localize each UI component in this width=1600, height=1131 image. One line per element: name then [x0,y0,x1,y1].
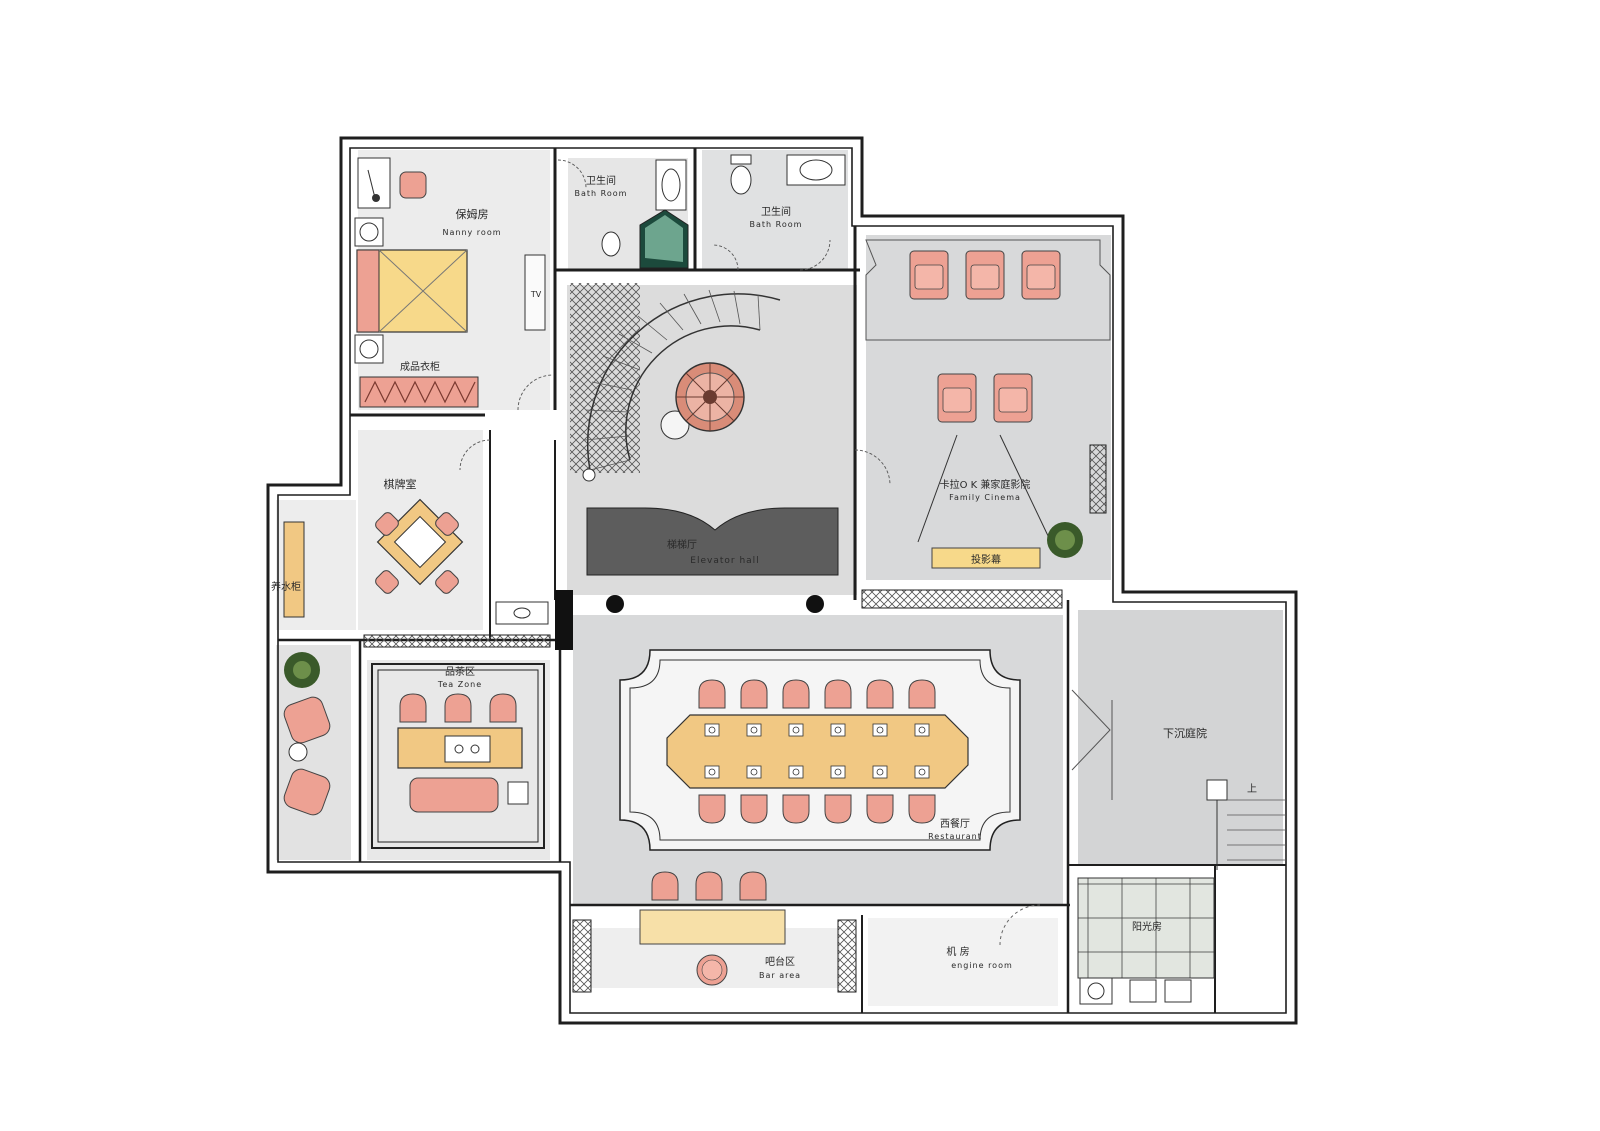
chess-room-label: 棋牌室 [384,477,417,491]
nanny-room-label-zh: 保姆房 [456,207,489,221]
bath-room-2-label-en: Bath Room [750,220,803,229]
walls [266,136,1298,1025]
bath-room-1-label-zh: 卫生间 [586,174,616,187]
courtyard-label: 下沉庭院 [1163,726,1207,740]
sunroom-label: 阳光房 [1132,920,1162,933]
engine-room: 机 房 engine room [946,904,1041,970]
doors [459,159,891,486]
restaurant-label-zh: 西餐厅 [940,817,970,830]
engine-room-label-zh: 机 房 [946,945,969,958]
tv-label: TV [530,290,542,299]
bar-area-label-en: Bar area [759,971,801,980]
sun-room: 阳光房 [1077,877,1215,1005]
tea-zone-label-en: Tea Zone [437,680,482,689]
tea-zone-label-zh: 品茶区 [445,665,475,678]
lounge [283,652,331,816]
bar-area-label-zh: 吧台区 [765,955,795,968]
engine-room-label-en: engine room [951,961,1013,970]
restaurant-label-en: Restaurant [928,832,982,841]
nanny-room-label-en: Nanny room [443,228,502,237]
elevator-hall-label-zh: 梯梯厅 [667,538,697,551]
sunken-courtyard: 下沉庭院 上 [1071,689,1286,870]
stair-treads [584,289,761,471]
dark-wall-bands [363,254,1107,993]
cinema-label-zh: 卡拉O K 兼家庭影院 [940,478,1031,491]
tea-zone: 品茶区 Tea Zone [371,663,545,849]
cinema-label-en: Family Cinema [949,493,1021,502]
nanny-room: 保姆房 Nanny room 成品衣柜 TV [354,157,542,408]
chess-room: 棋牌室 养水柜 [271,477,549,625]
bath-room-2-label-zh: 卫生间 [761,205,791,218]
stairs-up-label: 上 [1247,783,1257,795]
bar-area: 吧台区 Bar area [639,871,801,986]
plant-icon [284,652,320,688]
family-cinema: 卡拉O K 兼家庭影院 Family Cinema 投影幕 [865,239,1111,569]
plant-icon [1047,522,1083,558]
screen-label: 投影幕 [971,553,1001,566]
water-cabinet-label: 养水柜 [271,580,301,593]
bath-room-1-label-en: Bath Room [575,189,628,198]
elevator-hall: 梯梯厅 Elevator hall [570,283,839,613]
wardrobe-label: 成品衣柜 [400,360,440,373]
elevator-hall-label-en: Elevator hall [690,556,759,566]
restaurant: 西餐厅 Restaurant [619,649,1021,851]
bath-rooms: 卫生间 Bath Room 卫生间 Bath Room [575,154,846,269]
